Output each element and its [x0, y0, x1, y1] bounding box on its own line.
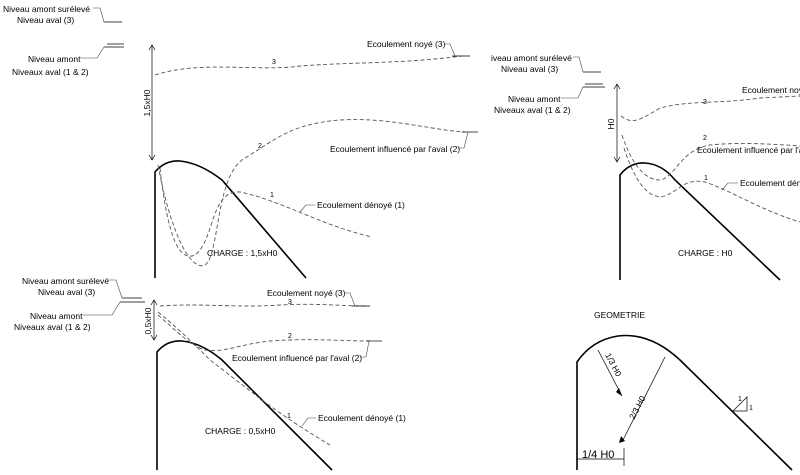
label-niveaux-aval-12: Niveaux aval (1 & 2): [494, 105, 571, 115]
label-niveau-aval-3: Niveau aval (3): [501, 64, 558, 74]
leader-line: [82, 301, 121, 316]
dimension-label: H0: [606, 118, 616, 129]
label-niveaux-aval-12: Niveaux aval (1 & 2): [12, 67, 89, 77]
flow-curve-3: [154, 55, 463, 76]
label-ecoulement-noye: Ecoulement noyé (3): [367, 39, 446, 49]
label-niveau-amont-sureleve: Niveau amont surélevé: [22, 276, 109, 286]
label-ecoulement-influence: Ecoulement influencé par l'aval (2): [330, 144, 460, 154]
slope-label-h: 1: [749, 405, 753, 412]
charge-label: CHARGE : H0: [678, 248, 733, 258]
radius-line-small: [597, 349, 623, 397]
flow-curve-1: [159, 167, 373, 257]
label-niveau-amont: Niveau amont: [30, 311, 83, 321]
curve-number-1: 1: [270, 192, 274, 199]
panel-geometry: GEOMETRIE 1/3 H0 2/3 H0 1/4 H0 1 1: [576, 310, 793, 471]
weir-profile: [619, 162, 781, 281]
label-ecoulement-influence: Ecoulement influencé par l'av: [697, 145, 800, 155]
curve-number-1: 1: [287, 413, 291, 420]
curve-number-2: 2: [258, 143, 262, 150]
flow-curve-3: [620, 95, 800, 122]
curve-number-1: 1: [704, 175, 708, 182]
flow-curve-2: [157, 314, 371, 352]
weir-profile: [154, 160, 307, 279]
slope-triangle: [732, 396, 748, 412]
flow-curve-1: [623, 147, 800, 223]
label-niveaux-aval-12: Niveaux aval (1 & 2): [14, 322, 91, 332]
label-ecoulement-denoye: Ecoulement dénoyé (1): [318, 413, 406, 423]
curve-number-3: 3: [288, 299, 292, 306]
dimension-arrows: [150, 299, 158, 341]
curve-number-2: 2: [703, 135, 707, 142]
flow-curve-3: [159, 303, 366, 307]
leader-line: [299, 204, 315, 213]
label-niveau-amont: Niveau amont: [28, 54, 81, 64]
curve-number-3: 3: [272, 59, 276, 66]
leader-line: [721, 182, 738, 191]
leader-line: [360, 340, 370, 358]
radius-arrowhead: [619, 436, 625, 443]
curve-number-2: 2: [288, 333, 292, 340]
charge-label: CHARGE : 1,5xH0: [207, 248, 278, 258]
radius-line-large: [621, 356, 666, 443]
label-ecoulement-noye: Ecoulement noyé (3): [267, 288, 346, 298]
geometry-title: GEOMETRIE: [594, 310, 645, 320]
dim-label-2-3: 2/3 H0: [627, 394, 648, 421]
dim-label-1-3: 1/3 H0: [603, 351, 624, 378]
panel-charge-1-5: 1,5xH0 3 2 1 Niveau amont surélevé Nivea…: [3, 4, 478, 279]
charge-label: CHARGE : 0,5xH0: [205, 426, 276, 436]
leader-line: [108, 279, 123, 299]
leader-line: [444, 43, 456, 57]
dimension-arrows: [148, 44, 156, 161]
flow-curve-2: [621, 134, 800, 181]
panel-charge-0-5: 0,5xH0 3 2 1 Niveau amont surélevé Nivea…: [14, 276, 406, 471]
leader-line: [344, 292, 356, 307]
slope-label-v: 1: [738, 396, 742, 403]
label-niveau-amont: Niveau amont: [508, 94, 561, 104]
label-niveau-amont-sureleve: Niveau amont surélevé: [3, 4, 90, 14]
label-niveau-aval-3: Niveau aval (3): [17, 15, 74, 25]
leader-line: [573, 56, 584, 73]
dimension-label: 0,5xH0: [143, 307, 153, 334]
leader-line: [458, 131, 469, 149]
leader-line: [561, 86, 584, 99]
flow-curve-2: [157, 119, 466, 267]
radius-arrowhead: [616, 388, 622, 396]
label-ecoulement-denoye: Ecoulement déno: [740, 178, 800, 188]
dim-label-1-4: 1/4 H0: [582, 449, 614, 461]
weir-profile-geometry: [576, 334, 793, 471]
leader-line: [301, 417, 316, 427]
leader-line: [93, 7, 105, 23]
dimension-label: 1,5xH0: [142, 89, 152, 116]
label-niveau-aval-3: Niveau aval (3): [38, 287, 95, 297]
curve-number-3: 3: [703, 99, 707, 106]
weir-profile: [156, 340, 333, 471]
label-ecoulement-influence: Ecoulement influencé par l'aval (2): [232, 353, 362, 363]
label-niveau-amont-sureleve: iveau amont surélevé: [491, 53, 572, 63]
label-ecoulement-denoye: Ecoulement dénoyé (1): [317, 200, 405, 210]
dimension-arrows: [613, 83, 621, 163]
panel-charge-h0: H0 3 2 1 iveau amont surélevé Niveau ava…: [491, 53, 800, 281]
leader-line: [80, 46, 105, 59]
label-ecoulement-noye: Ecoulement noy: [742, 85, 800, 95]
flow-curve-1: [157, 311, 331, 446]
